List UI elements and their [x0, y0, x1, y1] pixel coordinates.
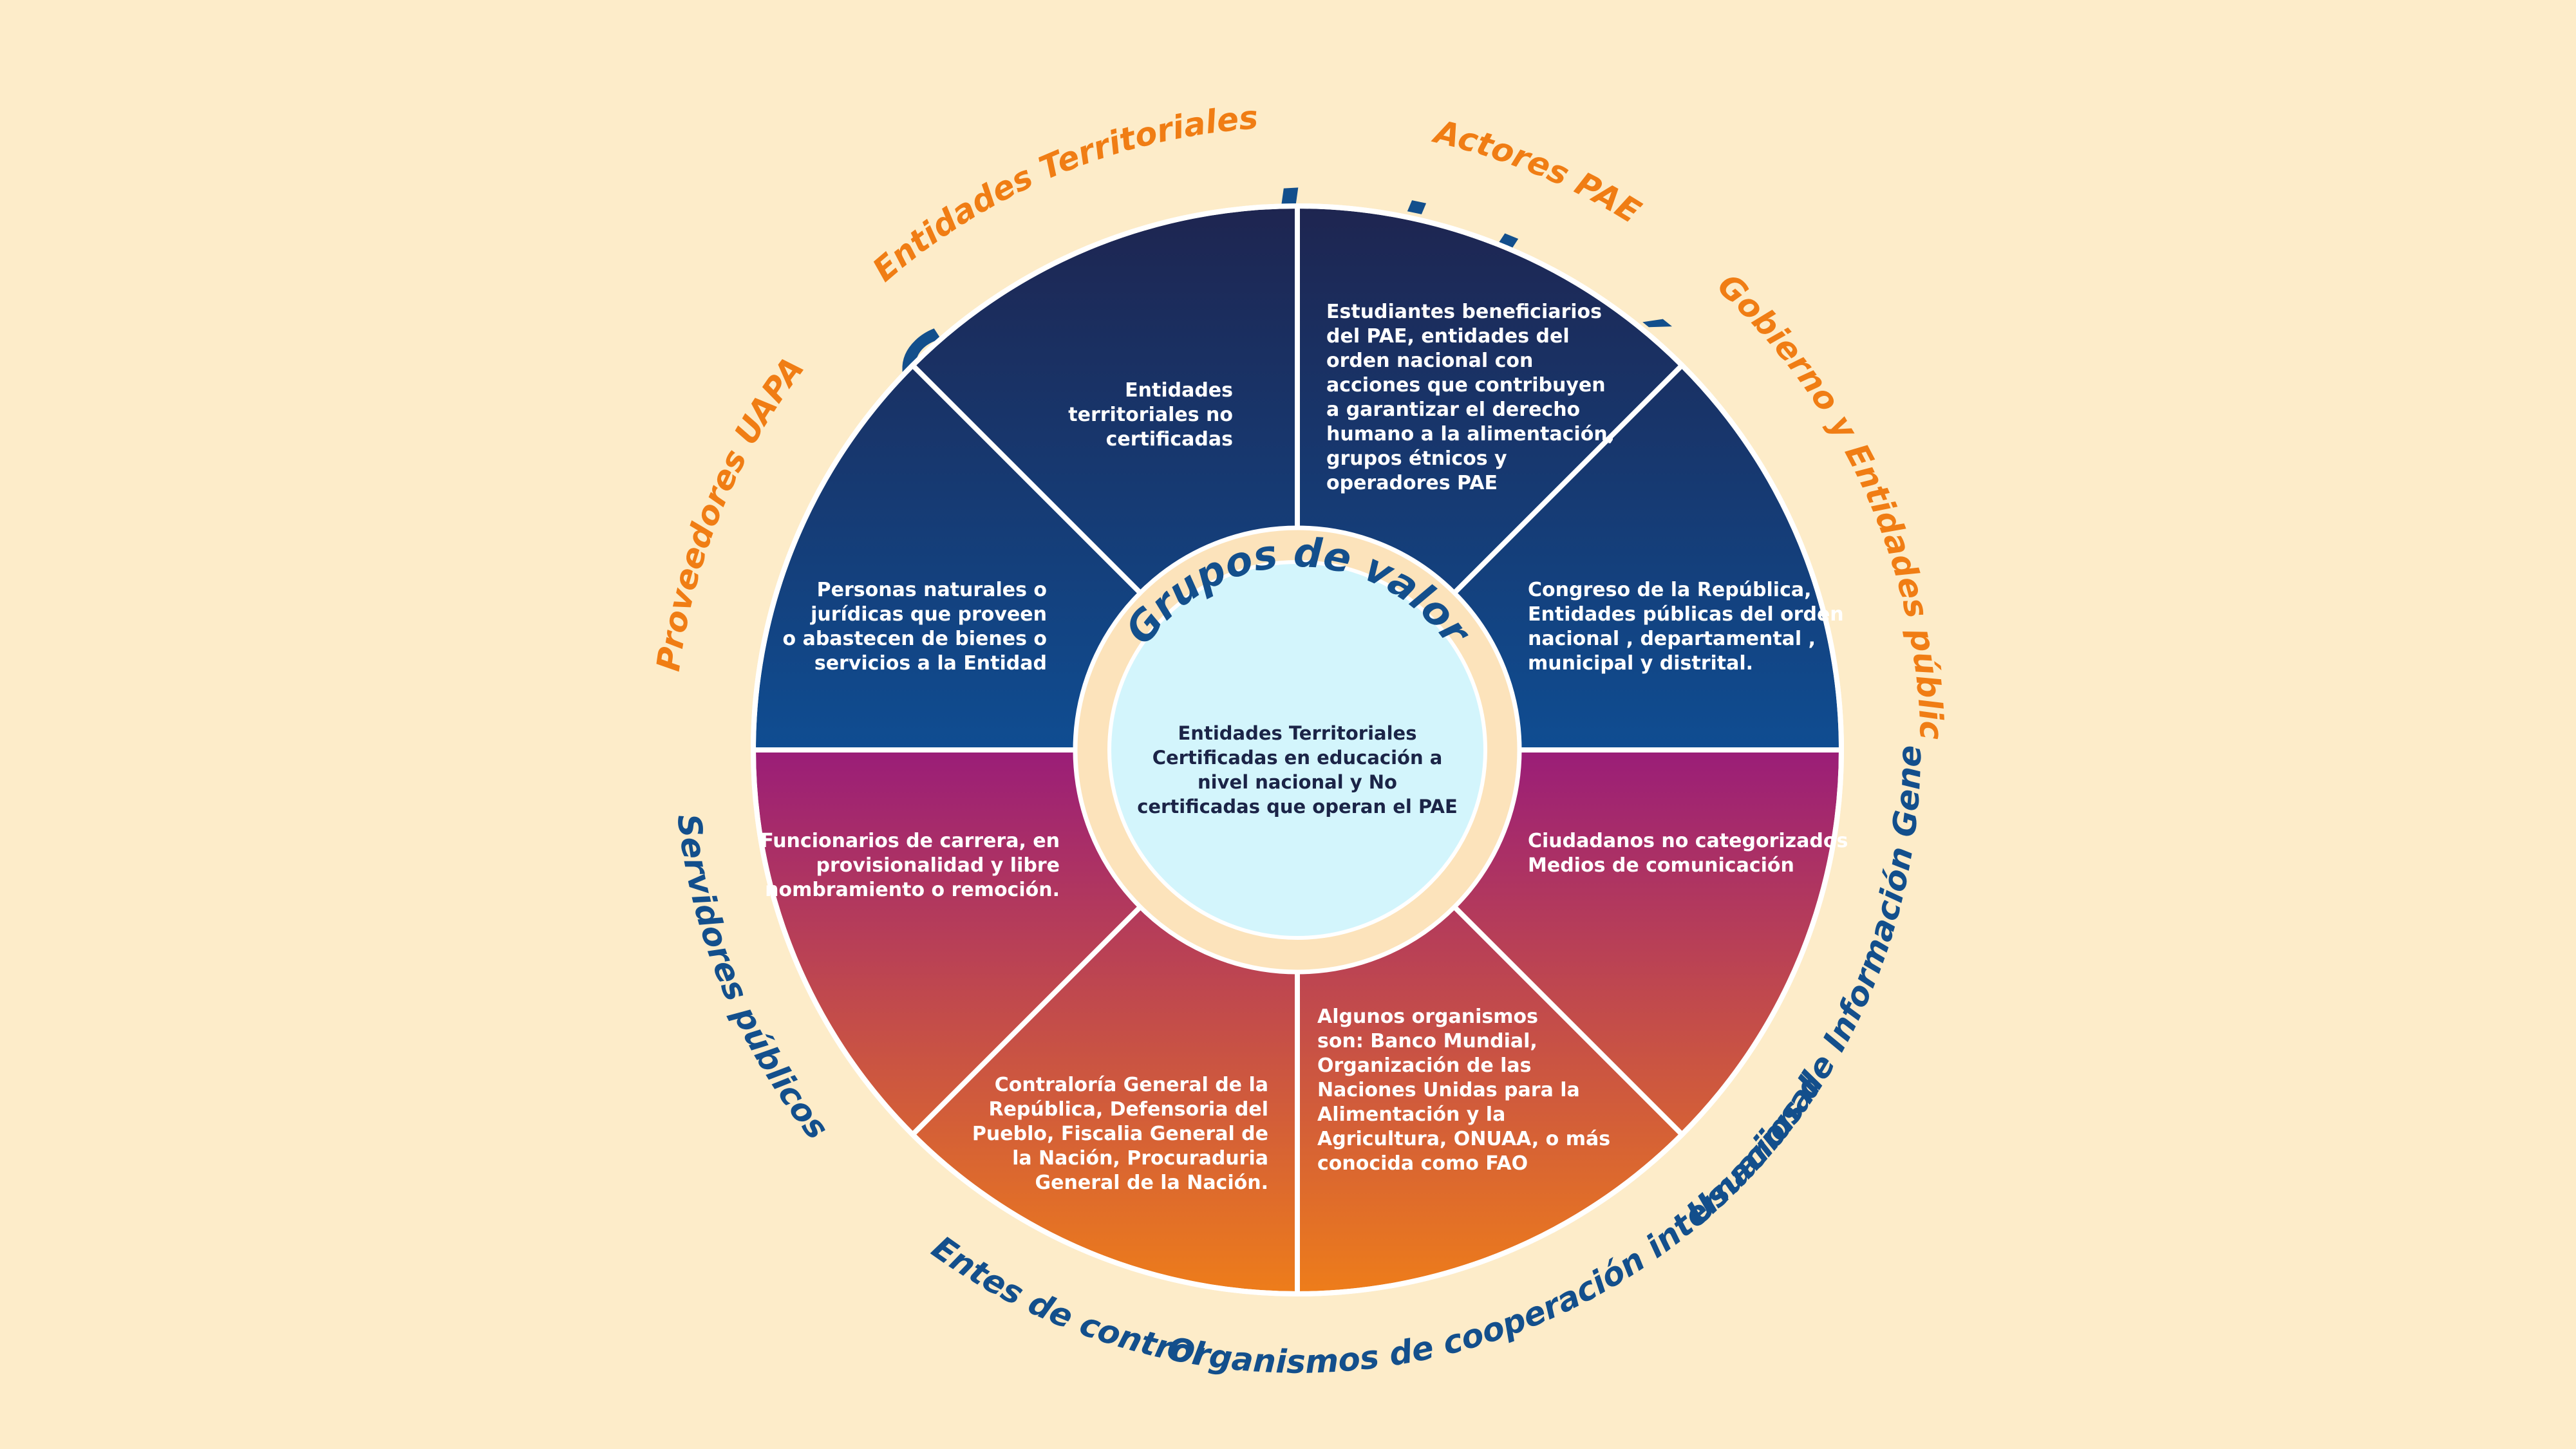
center-description: Entidades Territoriales Certificadas en … — [1137, 722, 1458, 818]
wheel-outline — [751, 203, 1844, 1296]
segment-text-gobierno: Congreso de la República,Entidades públi… — [1528, 579, 1844, 675]
center-disc — [1107, 560, 1487, 940]
center-hub: Grupos de valor — [1073, 525, 1522, 975]
